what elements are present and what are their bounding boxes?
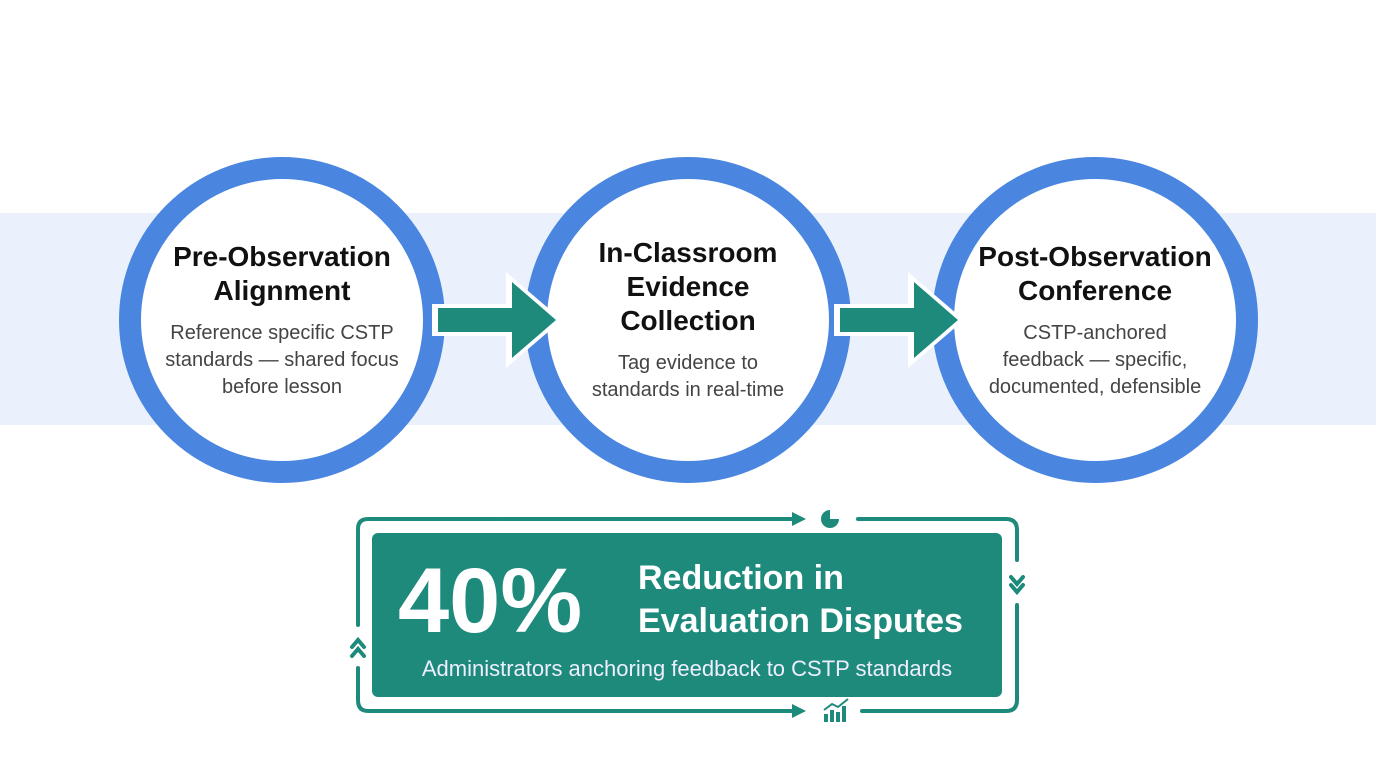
arrow-right-icon <box>432 272 562 368</box>
step-title: In-Classroom Evidence Collection <box>598 237 778 336</box>
step-title: Post-Observation Conference <box>978 240 1212 306</box>
stat-headline: Reduction in Evaluation Disputes <box>638 559 963 640</box>
pie-chart-icon <box>821 508 841 528</box>
stat-card: 40% Reduction in Evaluation Disputes Adm… <box>372 533 1002 697</box>
step-title: Pre-Observation Alignment <box>173 240 391 306</box>
step-description: CSTP-anchored feedback — specific, docum… <box>988 321 1202 398</box>
stat-value: 40% <box>398 550 583 652</box>
step-description: Reference specific CSTP standards — shar… <box>165 321 399 398</box>
stat-caption: Administrators anchoring feedback to CST… <box>421 656 953 681</box>
step-description: Tag evidence to standards in real-time <box>591 352 785 401</box>
arrow-right-icon <box>834 272 964 368</box>
bar-chart-icon <box>823 698 849 722</box>
step-post-observation: Post-Observation Conference CSTP-anchore… <box>932 157 1258 483</box>
